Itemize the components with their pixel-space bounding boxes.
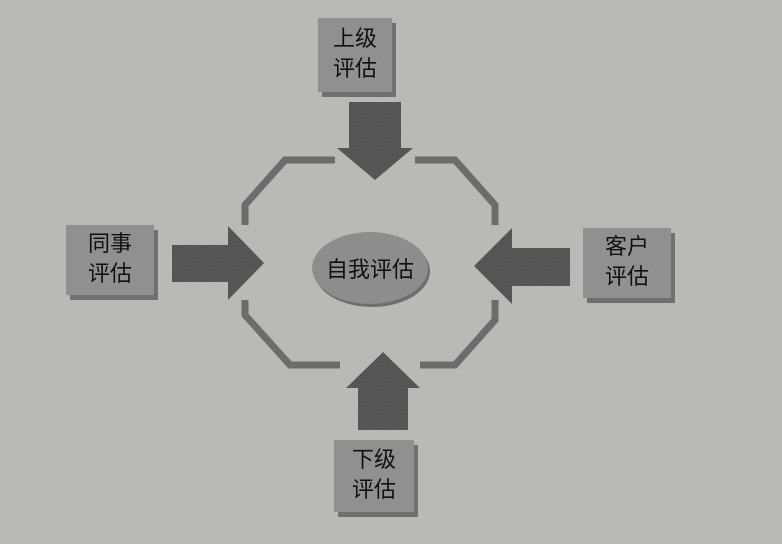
center-self-evaluation: 自我评估 <box>312 232 428 304</box>
octagon-ring <box>241 156 499 369</box>
label-peer: 同事评估 <box>87 232 132 287</box>
arrow-down-from-top <box>337 102 413 180</box>
label-superior: 上级评估 <box>332 27 377 82</box>
ring-segment-top-left <box>241 156 335 225</box>
box-subordinate-evaluation: 下级评估 <box>334 440 414 512</box>
label-subordinate: 下级评估 <box>351 448 396 503</box>
arrow-right-from-left <box>172 226 264 300</box>
ring-segment-bottom-right <box>420 300 499 369</box>
label-self: 自我评估 <box>325 258 414 283</box>
box-customer-evaluation: 客户评估 <box>583 228 671 298</box>
box-superior-evaluation: 上级评估 <box>318 18 392 92</box>
arrow-up-from-bottom <box>346 352 420 430</box>
ring-segment-top-right <box>415 156 499 225</box>
arrow-left-from-right <box>474 228 570 304</box>
label-customer: 客户评估 <box>604 235 649 290</box>
ring-segment-bottom-left <box>241 300 340 369</box>
box-peer-evaluation: 同事评估 <box>66 225 154 295</box>
